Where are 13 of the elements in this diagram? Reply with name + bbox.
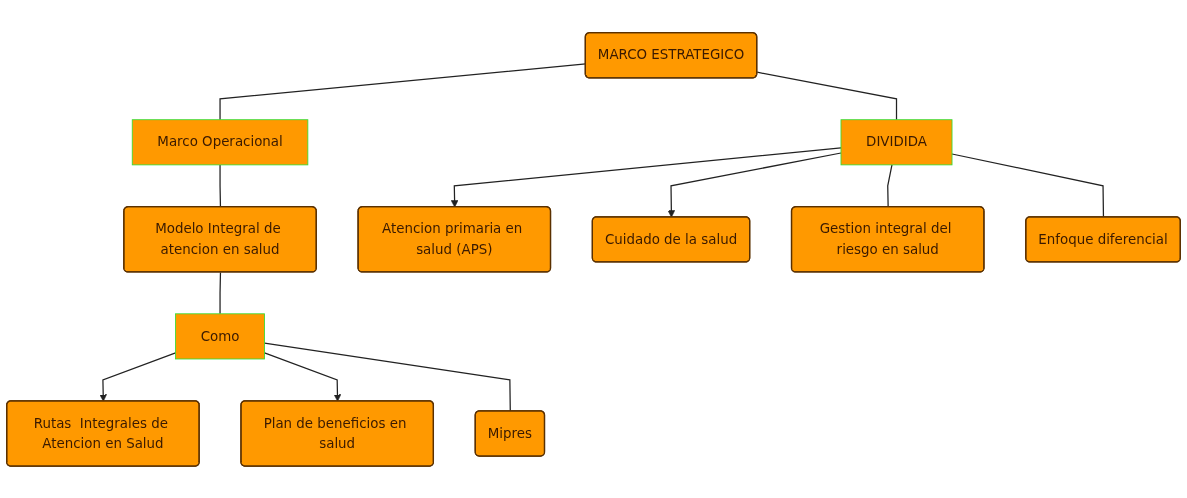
node-box: Como <box>175 313 265 359</box>
arrow <box>99 351 177 402</box>
connector <box>887 163 893 208</box>
connector <box>263 342 511 412</box>
node-box: DIVIDIDA <box>840 118 953 165</box>
node-box: Marco Operacional <box>131 118 309 165</box>
connector <box>219 271 222 315</box>
connector <box>951 152 1105 218</box>
arrow <box>667 152 842 218</box>
connector <box>756 71 898 120</box>
arrow <box>263 351 342 402</box>
arrow <box>450 146 842 208</box>
connector <box>219 163 222 208</box>
